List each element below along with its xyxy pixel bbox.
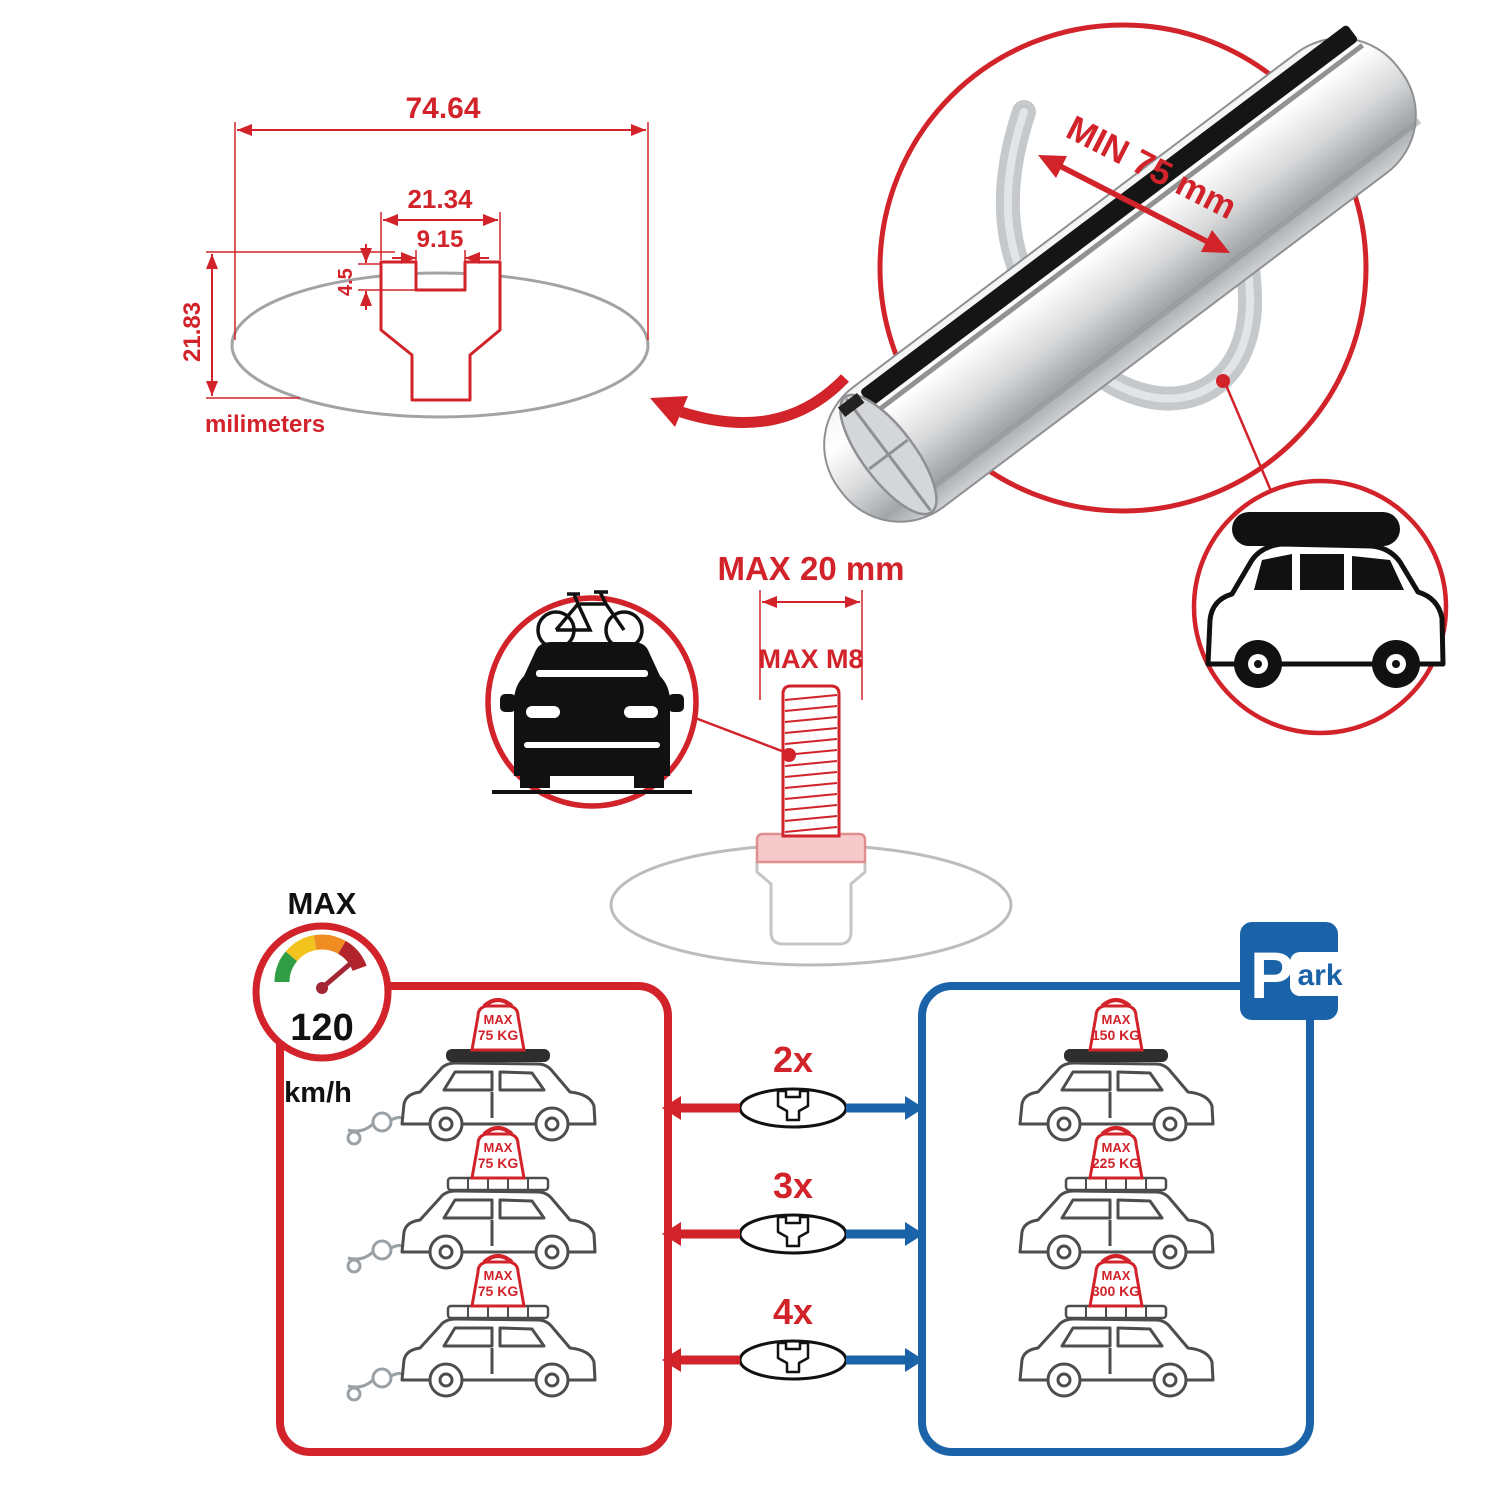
extension-lines bbox=[206, 122, 649, 399]
bike-car-circle bbox=[485, 590, 699, 809]
speed-units: km/h bbox=[284, 1077, 352, 1109]
max-m8-label: MAX M8 bbox=[758, 644, 863, 674]
clamp-strap-highlight bbox=[1003, 108, 1255, 403]
speed-value: 120 bbox=[290, 1007, 353, 1049]
speedometer: MAX 120 bbox=[252, 886, 392, 1062]
kit-row-1: 3x bbox=[662, 1165, 924, 1255]
park-sign-p: P bbox=[1250, 938, 1294, 1012]
dim-slot-width-label: 9.15 bbox=[417, 226, 464, 253]
headlight-right bbox=[624, 706, 658, 718]
drive-car-2: MAX 75 KG bbox=[346, 1254, 597, 1402]
crossbar-image bbox=[823, 25, 1422, 523]
bolt-diagram: MAX 20 mm MAX M8 bbox=[609, 550, 1013, 967]
roof-sign-max: MAX bbox=[1102, 1012, 1131, 1027]
dimension-lines bbox=[206, 124, 646, 396]
cross-section-diagram: 74.64 21.34 9.15 4.5 21.83 milimeters bbox=[179, 92, 849, 438]
headlight-left bbox=[526, 706, 560, 718]
bolt-callout-line bbox=[689, 714, 788, 755]
park-car-2: MAX 300 KG bbox=[1018, 1254, 1215, 1398]
bolt-extension-lines bbox=[759, 590, 863, 700]
park-car-0: MAX 150 KG bbox=[1018, 998, 1215, 1142]
park-sign: P ark bbox=[1240, 922, 1350, 1020]
speedometer-max-label: MAX bbox=[288, 886, 357, 921]
callout-line bbox=[1224, 384, 1273, 492]
roof-sign-max: MAX bbox=[484, 1268, 513, 1283]
roof-sign-load: 225 KG bbox=[1092, 1155, 1140, 1171]
bar-profile-icon-2 bbox=[738, 1339, 848, 1381]
bolt-head bbox=[755, 832, 867, 864]
roof-box bbox=[1232, 512, 1400, 546]
bolt-callout-dot bbox=[782, 748, 796, 762]
speedometer-needle bbox=[319, 961, 353, 991]
t-slot-strip bbox=[861, 25, 1358, 406]
kit-qty-label-0: 2x bbox=[773, 1039, 813, 1080]
dim-lip-depth-label: 4.5 bbox=[335, 268, 357, 296]
roof-sign-max: MAX bbox=[484, 1012, 513, 1027]
roof-sign-load: 300 KG bbox=[1092, 1283, 1140, 1299]
units-label: milimeters bbox=[205, 411, 325, 438]
roof-sign-max: MAX bbox=[484, 1140, 513, 1155]
pointer-arrow-curve bbox=[679, 374, 849, 429]
callout-dot bbox=[1216, 374, 1230, 388]
roofbox-car-circle bbox=[1191, 478, 1449, 736]
kit-row-2: 4x bbox=[662, 1291, 924, 1381]
bar-profile-icon-1 bbox=[738, 1213, 848, 1255]
crossbar-detail-circle: MIN 75 mm bbox=[823, 22, 1422, 523]
roof-sign-max: MAX bbox=[1102, 1140, 1131, 1155]
speedometer-gauge bbox=[274, 934, 367, 983]
max-20mm-label: MAX 20 mm bbox=[717, 550, 904, 587]
kit-qty-label-2: 4x bbox=[773, 1291, 813, 1332]
drive-car-1: MAX 75 KG bbox=[346, 1126, 597, 1274]
bar-profile-icon-0 bbox=[738, 1087, 848, 1129]
roof-sign-load: 150 KG bbox=[1092, 1027, 1140, 1043]
dim-height-label: 21.83 bbox=[179, 302, 206, 362]
roof-sign-load: 75 KG bbox=[478, 1155, 519, 1171]
roof-sign-load: 75 KG bbox=[478, 1283, 519, 1299]
dim-outer-width-label: 74.64 bbox=[405, 92, 480, 125]
park-sign-ark: ark bbox=[1297, 959, 1342, 992]
suv-illustration bbox=[1205, 512, 1446, 688]
dim-channel-width-label: 21.34 bbox=[407, 184, 473, 214]
ghost-channel bbox=[755, 862, 867, 946]
bolt-illustration bbox=[781, 684, 841, 838]
kit-row-0: 2x bbox=[662, 1039, 924, 1129]
kit-qty-label-1: 3x bbox=[773, 1165, 813, 1206]
pointer-arrow-head bbox=[650, 396, 688, 427]
park-car-1: MAX 225 KG bbox=[1018, 1126, 1215, 1270]
drive-car-0: MAX 75 KG bbox=[346, 998, 597, 1146]
roof-sign-max: MAX bbox=[1102, 1268, 1131, 1283]
car-front-illustration bbox=[492, 642, 692, 794]
roof-sign-load: 75 KG bbox=[478, 1027, 519, 1043]
